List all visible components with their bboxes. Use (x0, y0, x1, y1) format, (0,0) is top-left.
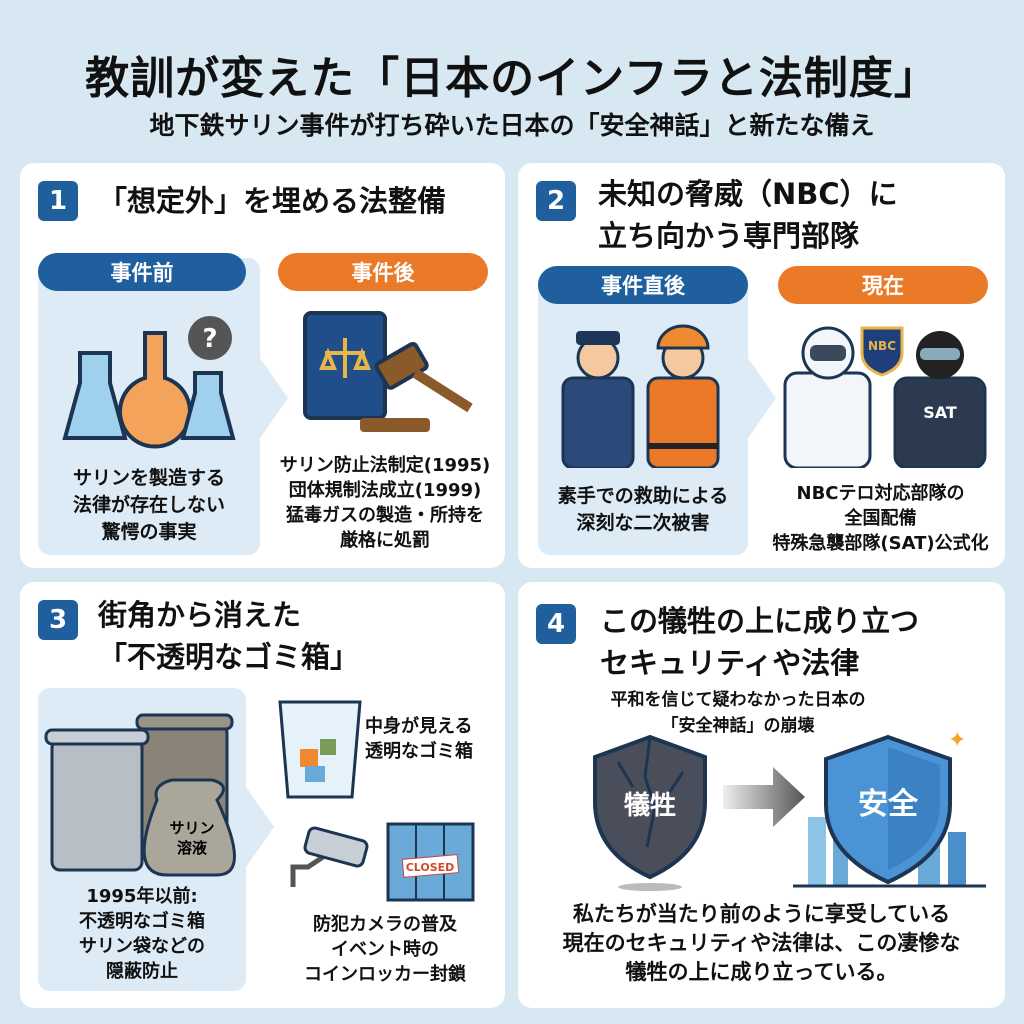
security-camera-locker-icon: CLOSED (290, 822, 475, 902)
text-line: 隠蔽防止 (106, 961, 178, 982)
panel-number: 2 (536, 181, 576, 221)
law-book-gavel-icon (303, 311, 473, 432)
text-line: 特殊急襲部隊(SAT)公式化 (772, 533, 989, 554)
bag-text: サリン (169, 819, 214, 837)
after-label: 事件後 (278, 253, 488, 291)
title-line: セキュリティや法律 (600, 646, 860, 680)
panel-number: 3 (38, 600, 78, 640)
arrow-chevron (246, 787, 274, 867)
panel-2: 2 未知の脅威（NBC）に 立ち向かう専門部隊 事件直後 現在 NBC SAT … (518, 163, 1005, 568)
panel-1: 1 「想定外」を埋める法整備 事件前 事件後 ? サリンを製造する 法律が存在し… (20, 163, 505, 568)
panel-subtitle: 平和を信じて疑わなかった日本の 「安全神話」の崩壊 (558, 687, 918, 739)
broken-shield-text: 犠牲 (624, 790, 676, 821)
text-line: 防犯カメラの普及 (313, 914, 457, 935)
clear-trash-bin-icon (278, 700, 362, 799)
text-line: 中身が見える (365, 716, 473, 737)
text-line: NBCテロ対応部隊の (796, 483, 965, 504)
text-line: 犠牲の上に成り立っている。 (625, 960, 898, 984)
text-line: 透明なゴミ箱 (365, 741, 473, 762)
panel-number: 4 (536, 604, 576, 644)
text-line: 1995年以前: (86, 886, 198, 907)
after-label: 現在 (778, 266, 988, 304)
before-text: サリンを製造する 法律が存在しない 驚愕の事実 (38, 465, 260, 546)
title-line: 未知の脅威（NBC）に (598, 177, 898, 211)
text-line: 現在のセキュリティや法律は、この凄惨な (562, 931, 961, 955)
text-line: イベント時の (331, 939, 439, 960)
opaque-trash-cans-icon: サリン 溶液 (44, 713, 236, 877)
text-line: 私たちが当たり前のように享受している (572, 902, 951, 926)
text-line: 団体規制法成立(1999) (288, 480, 482, 501)
page-subtitle: 地下鉄サリン事件が打ち砕いた日本の「安全神話」と新たな備え (149, 111, 875, 140)
flask-icon: ? (62, 316, 236, 449)
conclusion-text: 私たちが当たり前のように享受している 現在のセキュリティや法律は、この凄惨な 犠… (518, 900, 1005, 987)
title-line: 街角から消えた (98, 598, 302, 632)
arrow-chevron (260, 358, 288, 438)
before-label: 事件直後 (538, 266, 748, 304)
clear-bin-text: 中身が見える 透明なゴミ箱 (365, 714, 500, 764)
locker-closed-sign: CLOSED (406, 861, 455, 874)
text-line: 厳格に処罰 (340, 530, 430, 551)
panel-title: 「想定外」を埋める法整備 (98, 184, 447, 218)
title-line: この犠牲の上に成り立つ (600, 604, 920, 638)
panel-title: 未知の脅威（NBC）に 立ち向かう専門部隊 (598, 173, 898, 257)
text-line: 猛毒ガスの製造・所持を (286, 505, 484, 526)
text-line: 驚愕の事実 (101, 521, 197, 543)
title-line: 立ち向かう専門部隊 (598, 219, 860, 253)
sparkle-icon: ✦ (948, 728, 966, 753)
text-line: 深刻な二次被害 (576, 512, 710, 534)
before-text: 1995年以前: 不透明なゴミ箱 サリン袋などの 隠蔽防止 (38, 884, 246, 984)
broken-shield-icon: 犠牲 (593, 734, 707, 891)
panel-title: 街角から消えた 「不透明なゴミ箱」 (98, 594, 359, 678)
panel-3: 3 街角から消えた 「不透明なゴミ箱」 サリン 溶液 1995年以前: 不透明な… (20, 582, 505, 1008)
bag-text: 溶液 (177, 839, 208, 857)
svg-text:?: ? (202, 324, 217, 354)
text-line: 法律が存在しない (72, 494, 225, 516)
nbc-hazmat-sat-icon: NBC SAT (783, 326, 987, 468)
after-text: サリン防止法制定(1995) 団体規制法成立(1999) 猛毒ガスの製造・所持を… (265, 453, 505, 553)
before-label: 事件前 (38, 253, 246, 291)
panel-4: 4 この犠牲の上に成り立つ セキュリティや法律 平和を信じて疑わなかった日本の … (518, 582, 1005, 1008)
text-line: 全国配備 (844, 508, 917, 529)
safe-shield-city-icon: 安全 ✦ (793, 728, 986, 888)
text-line: 「安全神話」の崩壊 (661, 716, 815, 736)
page-title: 教訓が変えた「日本のインフラと法制度」 (85, 53, 939, 104)
nbc-badge-text: NBC (868, 339, 896, 353)
arrow-chevron (748, 358, 776, 438)
safe-shield-text: 安全 (858, 787, 919, 822)
text-line: サリンを製造する (72, 467, 225, 489)
panel-title: この犠牲の上に成り立つ セキュリティや法律 (600, 600, 919, 684)
text-line: 素手での救助による (557, 485, 729, 507)
panel-number: 1 (38, 181, 78, 221)
sat-vest-text: SAT (923, 403, 957, 422)
rescuers-coughing-icon (561, 324, 720, 468)
camera-locker-text: 防犯カメラの普及 イベント時の コインロッカー封鎖 (265, 912, 505, 987)
text-line: サリン袋などの (79, 936, 205, 957)
text-line: コインロッカー封鎖 (304, 964, 466, 985)
text-line: サリン防止法制定(1995) (279, 455, 491, 476)
after-text: NBCテロ対応部隊の 全国配備 特殊急襲部隊(SAT)公式化 (758, 481, 1003, 556)
text-line: 平和を信じて疑わなかった日本の (610, 690, 866, 710)
before-text: 素手での救助による 深刻な二次被害 (538, 483, 748, 537)
arrow-right-icon (723, 767, 805, 827)
text-line: 不透明なゴミ箱 (79, 911, 205, 932)
title-line: 「不透明なゴミ箱」 (98, 640, 360, 674)
